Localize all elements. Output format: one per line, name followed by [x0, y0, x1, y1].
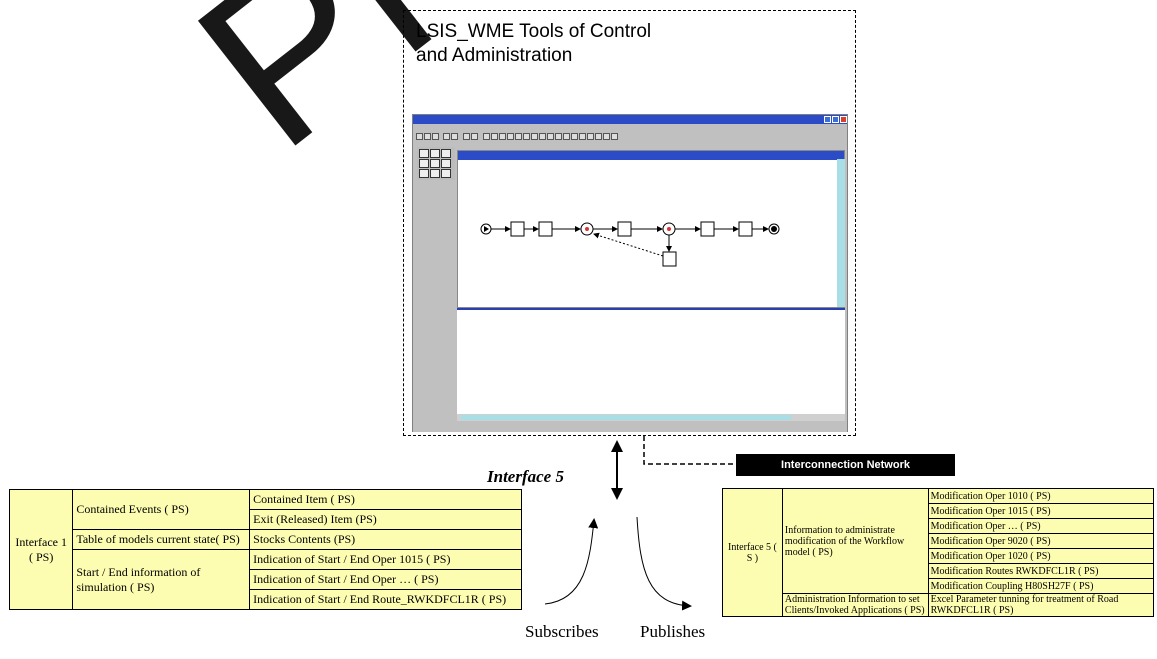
workflow-diagram — [480, 221, 780, 267]
item-cell: Modification Oper … ( PS) — [927, 518, 1155, 534]
tool-palette — [417, 147, 455, 180]
item-cell: Modification Oper 1020 ( PS) — [927, 548, 1155, 564]
app-menubar — [413, 124, 851, 132]
toolbar-icon[interactable] — [507, 133, 514, 140]
category-cell: Start / End information of simulation ( … — [72, 549, 251, 610]
toolbar-icon[interactable] — [424, 133, 431, 140]
palette-tool-icon[interactable] — [430, 149, 440, 158]
category-cell: Information to administrate modification… — [781, 488, 929, 594]
category-cell: Table of models current state( PS) — [72, 529, 251, 550]
app-statusbar — [413, 423, 847, 432]
subscribes-arrow — [544, 518, 599, 605]
toolbar-icon[interactable] — [579, 133, 586, 140]
interconnection-network-box: Interconnection Network — [736, 454, 955, 476]
toolbar-icon[interactable] — [432, 133, 439, 140]
maximize-icon[interactable] — [832, 116, 839, 123]
interface1-cell: Interface 1 ( PS) — [8, 489, 74, 610]
toolbar-icon[interactable] — [587, 133, 594, 140]
category-cell: Contained Events ( PS) — [72, 489, 251, 530]
toolbar-icon[interactable] — [531, 133, 538, 140]
close-icon[interactable] — [840, 116, 847, 123]
item-cell: Stocks Contents (PS) — [249, 529, 522, 550]
toolbar-icon[interactable] — [595, 133, 602, 140]
activity-node[interactable] — [738, 221, 753, 237]
item-cell: Modification Oper 9020 ( PS) — [927, 533, 1155, 549]
palette-tool-icon[interactable] — [419, 159, 429, 168]
interface5-label: Interface 5 — [487, 467, 564, 486]
minimize-icon[interactable] — [824, 116, 831, 123]
item-cell: Indication of Start / End Route_RWKDFCL1… — [249, 589, 522, 610]
palette-tool-icon[interactable] — [441, 149, 451, 158]
app-titlebar — [413, 115, 847, 124]
toolbar-icon[interactable] — [539, 133, 546, 140]
interface5-cell: Interface 5 ( S ) — [722, 488, 783, 617]
activity-node[interactable] — [617, 221, 632, 237]
item-cell: Indication of Start / End Oper … ( PS) — [249, 569, 522, 590]
item-cell: Modification Coupling H80SH27F ( PS) — [927, 578, 1155, 594]
editor-vertical-scrollbar[interactable] — [837, 159, 845, 307]
activity-node[interactable] — [700, 221, 715, 237]
editor-titlebar — [458, 151, 844, 160]
toolbar-icon[interactable] — [491, 133, 498, 140]
app-toolbar — [413, 132, 847, 142]
toolbar-icon[interactable] — [471, 133, 478, 140]
item-cell: Indication of Start / End Oper 1015 ( PS… — [249, 549, 522, 570]
end-node[interactable] — [768, 223, 780, 235]
item-cell: Contained Item ( PS) — [249, 489, 522, 510]
toolbar-icon[interactable] — [611, 133, 618, 140]
scrollbar-thumb[interactable] — [461, 415, 791, 420]
interface1-table: Interface 1 ( PS) Contained Events ( PS)… — [8, 489, 522, 610]
tools-box-title: LSIS_WME Tools of Control and Administra… — [416, 20, 651, 68]
tools-title-line2: and Administration — [416, 45, 573, 66]
toolbar-icon[interactable] — [463, 133, 470, 140]
activity-node[interactable] — [662, 251, 677, 267]
item-cell: Modification Oper 1010 ( PS) — [927, 488, 1155, 504]
palette-tool-icon[interactable] — [441, 159, 451, 168]
publishes-label: Publishes — [640, 622, 706, 641]
publishes-arrow — [636, 516, 692, 611]
toolbar-icon[interactable] — [555, 133, 562, 140]
toolbar-icon[interactable] — [499, 133, 506, 140]
toolbar-icon[interactable] — [451, 133, 458, 140]
toolbar-icon[interactable] — [483, 133, 490, 140]
tools-title-line1: LSIS_WME Tools of Control — [416, 21, 652, 42]
workflow-editor-window — [457, 150, 845, 308]
toolbar-icon[interactable] — [563, 133, 570, 140]
item-cell: Exit (Released) Item (PS) — [249, 509, 522, 530]
item-cell: Modification Oper 1015 ( PS) — [927, 503, 1155, 519]
palette-tool-icon[interactable] — [441, 169, 451, 178]
palette-tool-icon[interactable] — [430, 169, 440, 178]
subscribes-label: Subscribes — [525, 622, 599, 641]
toolbar-icon[interactable] — [523, 133, 530, 140]
interface5-table: Interface 5 ( S ) Information to adminis… — [722, 488, 1155, 617]
palette-tool-icon[interactable] — [419, 169, 429, 178]
network-connector — [643, 436, 736, 465]
toolbar-icon[interactable] — [515, 133, 522, 140]
palette-tool-icon[interactable] — [430, 159, 440, 168]
toolbar-icon[interactable] — [603, 133, 610, 140]
activity-node[interactable] — [538, 221, 553, 237]
toolbar-icon[interactable] — [571, 133, 578, 140]
output-pane — [457, 308, 845, 416]
item-cell: Modification Routes RWKDFCL1R ( PS) — [927, 563, 1155, 579]
app-window — [412, 114, 848, 432]
activity-node[interactable] — [510, 221, 525, 237]
toolbar-icon[interactable] — [547, 133, 554, 140]
palette-tool-icon[interactable] — [419, 149, 429, 158]
toolbar-icon[interactable] — [443, 133, 450, 140]
toolbar-icon[interactable] — [416, 133, 423, 140]
category-cell: Administration Information to set Client… — [781, 593, 929, 617]
horizontal-scrollbar[interactable] — [457, 414, 845, 421]
item-cell: Excel Parameter tunning for treatment of… — [927, 593, 1155, 617]
tools-box — [403, 10, 856, 436]
